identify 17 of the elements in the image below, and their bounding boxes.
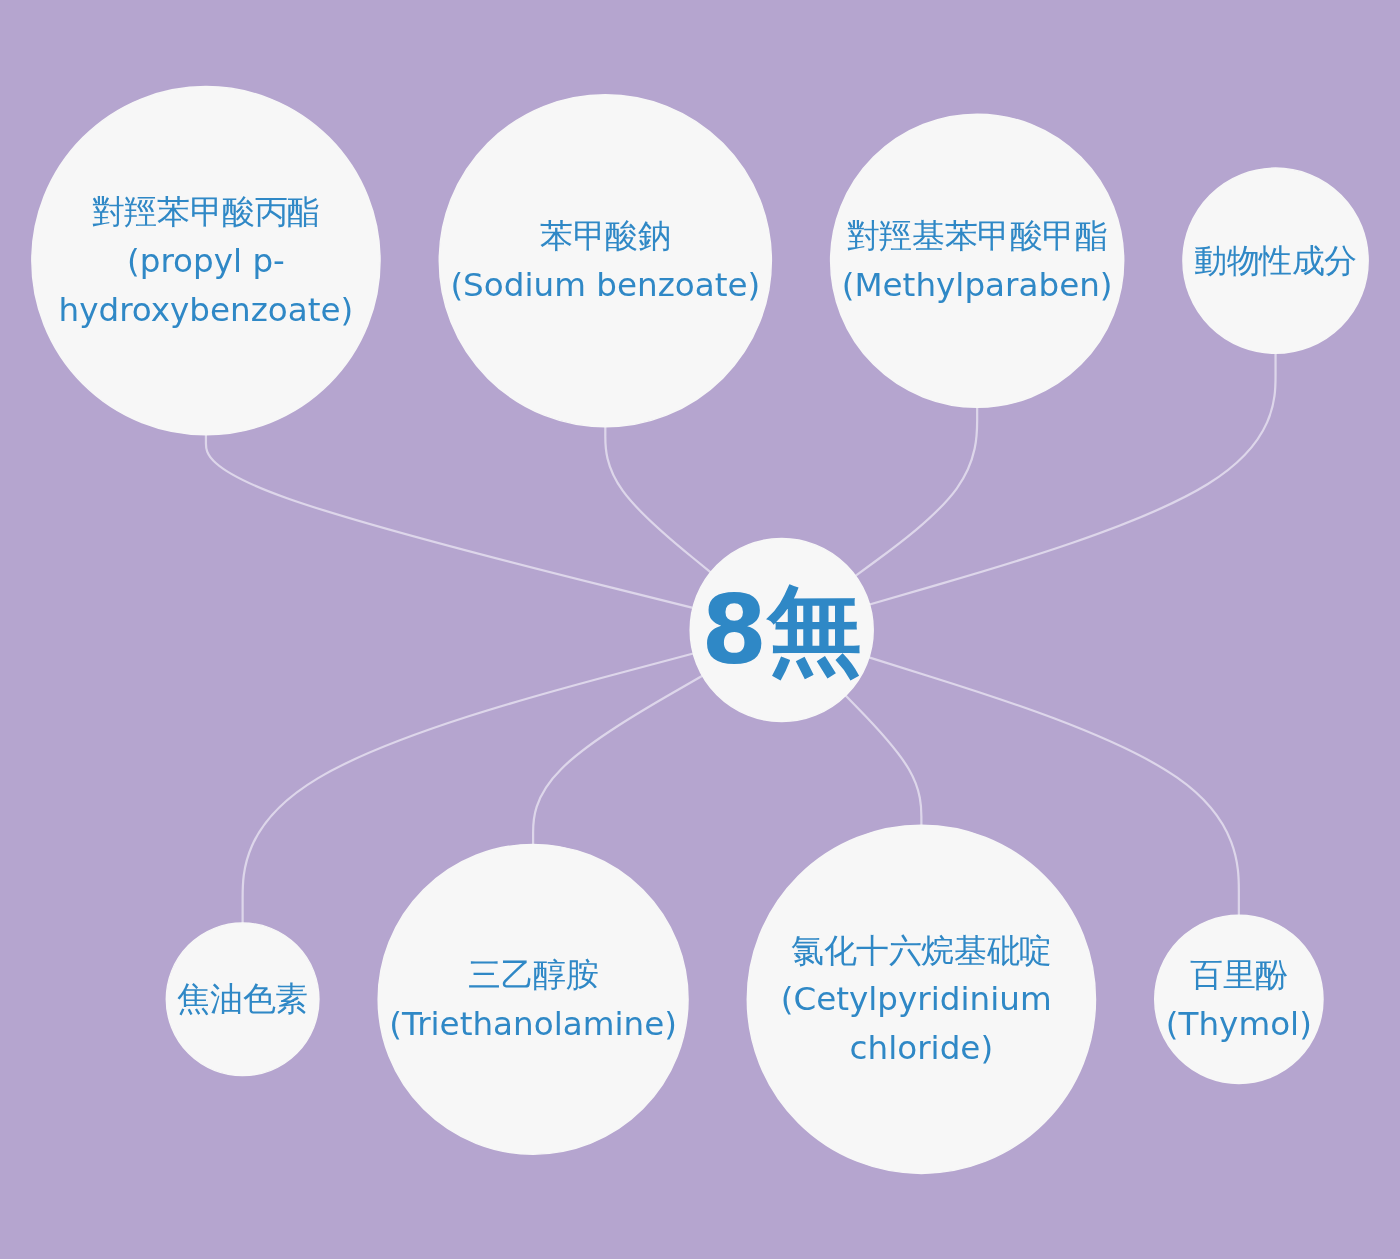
node-circle: 動物性成分: [1182, 166, 1369, 354]
node-circle: 8無: [689, 537, 874, 722]
node-circle: 氯化十六烷基砒啶 (Cetylpyridinium chloride): [746, 824, 1097, 1174]
connector: [854, 406, 979, 577]
node-circle: 百里酚 (Thymol): [1154, 913, 1324, 1084]
node-circle: 對羥基苯甲酸甲酯 (Methylparaben): [829, 112, 1125, 408]
node-circle: 焦油色素: [165, 921, 320, 1076]
node-circle: 三乙醇胺 (Triethanolamine): [377, 843, 689, 1155]
connector: [844, 694, 923, 825]
connector: [604, 426, 712, 573]
connector: [532, 674, 703, 844]
node-circle: 苯甲酸鈉 (Sodium benzoate): [438, 93, 773, 427]
connector: [869, 352, 1277, 606]
node-circle: 對羥苯甲酸丙酯 (propyl p-hydroxybenzoate): [31, 85, 381, 435]
connector: [241, 651, 694, 923]
connector: [204, 434, 694, 609]
connector: [868, 655, 1240, 915]
